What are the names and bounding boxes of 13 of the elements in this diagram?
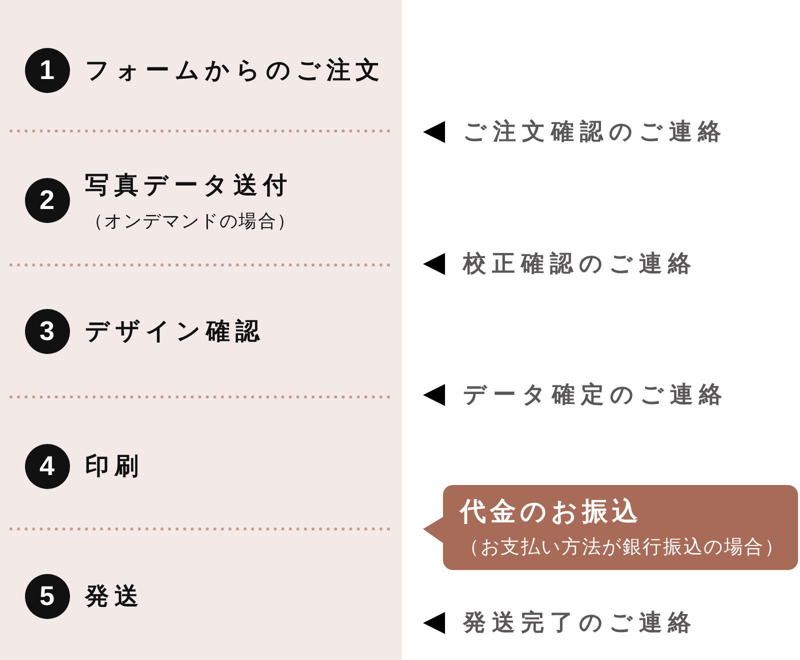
notice-text: 発送完了のご連絡 bbox=[463, 612, 697, 634]
step-note: （オンデマンドの場合） bbox=[85, 213, 296, 231]
step-title: 発送 bbox=[85, 584, 144, 608]
callout-note: （お支払い方法が銀行振込の場合） bbox=[460, 538, 785, 556]
step-title: 印刷 bbox=[85, 454, 144, 478]
step-title: 写真データ送付 bbox=[85, 173, 292, 197]
notice-text: データ確定のご連絡 bbox=[463, 384, 728, 406]
step-title: フォームからのご注文 bbox=[85, 58, 385, 82]
speech-bubble bbox=[423, 485, 798, 570]
step-title: デザイン確認 bbox=[85, 319, 265, 343]
notice-text: 校正確認のご連絡 bbox=[463, 252, 697, 276]
notice-text: ご注文確認のご連絡 bbox=[463, 120, 727, 144]
callout-title: 代金のお振込 bbox=[460, 499, 642, 525]
